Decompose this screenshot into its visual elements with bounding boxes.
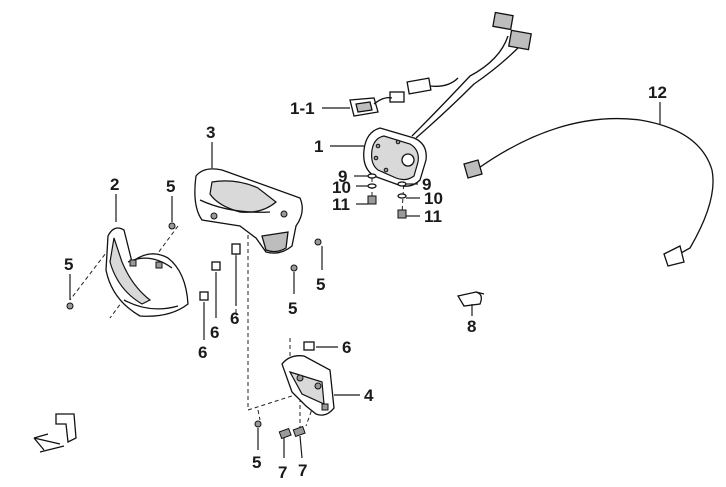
meter-unit bbox=[363, 127, 427, 187]
callout-6-d: 6 bbox=[342, 338, 351, 357]
callout-12: 12 bbox=[648, 83, 667, 102]
wiring-harness bbox=[389, 11, 532, 139]
callout-11-a: 11 bbox=[332, 195, 350, 214]
connector-1-1 bbox=[349, 96, 393, 117]
callout-9-b: 9 bbox=[422, 175, 431, 194]
callout-6-c: 6 bbox=[198, 343, 207, 362]
front-lower-cover bbox=[105, 227, 189, 317]
callout-6-a: 6 bbox=[230, 309, 239, 328]
callout-9-a: 9 bbox=[338, 167, 347, 186]
meter-housing bbox=[194, 168, 303, 254]
bolts-7 bbox=[278, 425, 306, 440]
callout-6-b: 6 bbox=[210, 323, 219, 342]
callout-labels: 1-1 1 2 3 4 5 5 5 5 5 6 6 6 6 7 7 8 9 10… bbox=[64, 83, 667, 482]
callout-1: 1 bbox=[314, 137, 323, 156]
speedometer-cable bbox=[463, 117, 714, 267]
callout-5-c: 5 bbox=[316, 275, 325, 294]
callout-5-d: 5 bbox=[288, 299, 297, 318]
callout-8: 8 bbox=[467, 317, 476, 336]
callout-5-b: 5 bbox=[64, 255, 73, 274]
callout-5-a: 5 bbox=[166, 177, 175, 196]
callout-7-a: 7 bbox=[278, 463, 287, 482]
callout-2: 2 bbox=[110, 175, 119, 194]
front-direction-arrow-icon bbox=[33, 413, 77, 453]
screws-5 bbox=[66, 222, 322, 428]
callout-3: 3 bbox=[206, 123, 215, 142]
callout-11-b: 11 bbox=[424, 207, 442, 226]
callout-10-a: 10 bbox=[332, 178, 351, 197]
callout-4: 4 bbox=[364, 386, 374, 405]
callout-10-b: 10 bbox=[424, 189, 443, 208]
clips-6 bbox=[199, 243, 315, 351]
leader-lines bbox=[69, 102, 661, 459]
callout-5-e: 5 bbox=[252, 453, 261, 472]
callout-7-b: 7 bbox=[298, 461, 307, 480]
callout-1-1: 1-1 bbox=[290, 99, 315, 118]
key-pin bbox=[456, 291, 485, 307]
mounting-bracket bbox=[281, 355, 335, 416]
